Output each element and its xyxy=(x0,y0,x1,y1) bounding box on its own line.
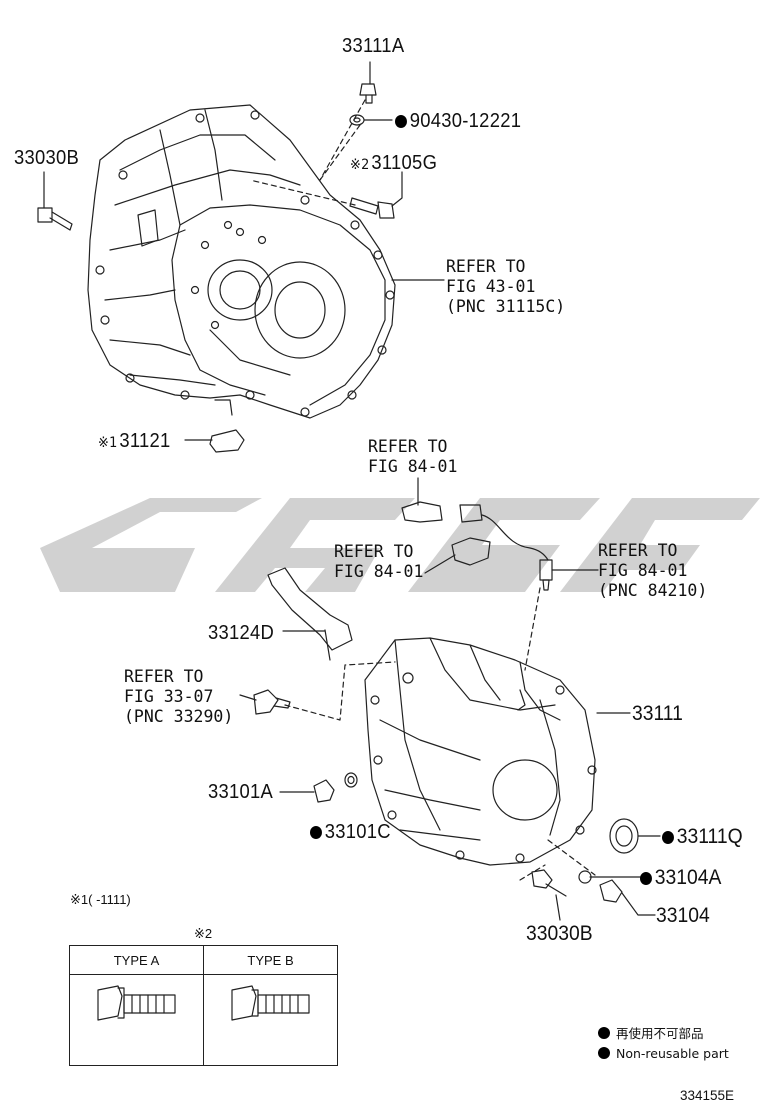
legend-row-en: Non-reusable part xyxy=(598,1044,729,1064)
refer-fig-84-01-right: REFER TO FIG 84-01 (PNC 84210) xyxy=(598,541,707,601)
legend: 再使用不可部品 Non-reusable part xyxy=(598,1024,729,1064)
pointer-lines xyxy=(43,61,661,921)
refer-fig-33-07: REFER TO FIG 33-07 (PNC 33290) xyxy=(124,667,233,727)
part-label-33101C: 33101C xyxy=(310,822,391,842)
part-label-33030B-bottom: 33030B xyxy=(526,922,593,945)
ref-line: REFER TO xyxy=(368,437,448,456)
legend-text-en: Non-reusable part xyxy=(616,1046,729,1061)
type-b-cell xyxy=(203,974,338,1066)
bolt-type-table: TYPE A TYPE B xyxy=(69,945,338,1066)
non-reusable-dot-icon xyxy=(395,115,407,128)
ref-line: REFER TO xyxy=(124,667,204,686)
cover-31121 xyxy=(209,429,245,453)
watermark-logo xyxy=(40,498,760,592)
non-reusable-dot-icon xyxy=(310,826,322,839)
part-label-33104A: 33104A xyxy=(640,867,721,888)
oil-seal-33111Q xyxy=(609,818,639,854)
plug-33290 xyxy=(253,689,291,715)
ref-line: REFER TO xyxy=(334,542,414,561)
part-label-33101A: 33101A xyxy=(208,781,274,803)
note-mark-1: ※1 xyxy=(70,892,89,907)
part-label-33111: 33111 xyxy=(632,702,683,725)
part-label-33111Q: 33111Q xyxy=(662,826,743,847)
bracket-33124D xyxy=(267,567,353,661)
part-label-90430-12221: 90430-12221 xyxy=(395,111,521,131)
breather-plug-33111A xyxy=(359,83,377,104)
ref-line: REFER TO xyxy=(446,257,526,276)
plug-33101A xyxy=(313,779,335,803)
type-a-header: TYPE A xyxy=(69,945,204,975)
non-reusable-dot-icon xyxy=(640,872,652,885)
bolt-33030B-bottom xyxy=(531,869,567,897)
bolt-33030B-top xyxy=(37,207,73,231)
footnote-text: ( -1111) xyxy=(88,892,131,907)
leader-lines-upper xyxy=(249,99,366,206)
part-label-33111A: 33111A xyxy=(342,35,405,57)
gasket-90430 xyxy=(349,114,365,126)
type-b-header: TYPE B xyxy=(203,945,338,975)
part-number-text: 33111Q xyxy=(676,825,743,848)
part-number-text: 31105G xyxy=(371,152,438,174)
non-reusable-dot-icon xyxy=(662,831,674,844)
legend-text-jp: 再使用不可部品 xyxy=(616,1026,704,1041)
legend-row-jp: 再使用不可部品 xyxy=(598,1024,729,1044)
refer-fig-84-01-top: REFER TO FIG 84-01 xyxy=(368,437,457,477)
part-number-text: 33101C xyxy=(324,821,391,843)
non-reusable-dot-icon xyxy=(598,1027,610,1039)
ref-line: FIG 84-01 xyxy=(334,562,424,581)
gasket-33104A xyxy=(578,870,592,884)
part-label-33030B-top: 33030B xyxy=(14,147,80,169)
ref-line: (PNC 33290) xyxy=(124,707,234,726)
bolt-31105G xyxy=(349,197,395,219)
note-mark-2: ※2 xyxy=(350,157,370,173)
refer-fig-43-01: REFER TO FIG 43-01 (PNC 31115C) xyxy=(446,257,565,317)
part-label-33104: 33104 xyxy=(656,904,710,927)
non-reusable-dot-icon xyxy=(598,1047,610,1059)
note-mark-1: ※1 xyxy=(98,435,118,451)
type-a-cell xyxy=(69,974,204,1066)
ref-line: FIG 43-01 xyxy=(446,277,536,296)
footnote-serial-range: ※1( -1111) xyxy=(70,893,131,906)
transmission-case-drawing xyxy=(364,637,597,866)
figure-id: 334155E xyxy=(680,1088,735,1103)
plug-33104 xyxy=(599,879,623,903)
clutch-housing-drawing xyxy=(87,104,396,419)
speed-sensor-drawing xyxy=(401,501,553,591)
ref-line: FIG 84-01 xyxy=(368,457,458,476)
part-label-31121: ※131121 xyxy=(98,431,171,451)
type-table-mark: ※2 xyxy=(194,926,213,941)
gasket-33101C xyxy=(344,772,358,788)
part-label-31105G: ※231105G xyxy=(350,153,437,173)
part-number-text: 90430-12221 xyxy=(409,110,522,132)
ref-line: (PNC 84210) xyxy=(598,581,708,600)
ref-line: FIG 33-07 xyxy=(124,687,214,706)
ref-line: FIG 84-01 xyxy=(598,561,688,580)
part-number-text: 31121 xyxy=(119,430,171,452)
ref-line: (PNC 31115C) xyxy=(446,297,566,316)
refer-fig-84-01-middle: REFER TO FIG 84-01 xyxy=(334,542,423,582)
part-number-text: 33104A xyxy=(654,866,722,889)
part-label-33124D: 33124D xyxy=(208,622,275,644)
ref-line: REFER TO xyxy=(598,541,678,560)
